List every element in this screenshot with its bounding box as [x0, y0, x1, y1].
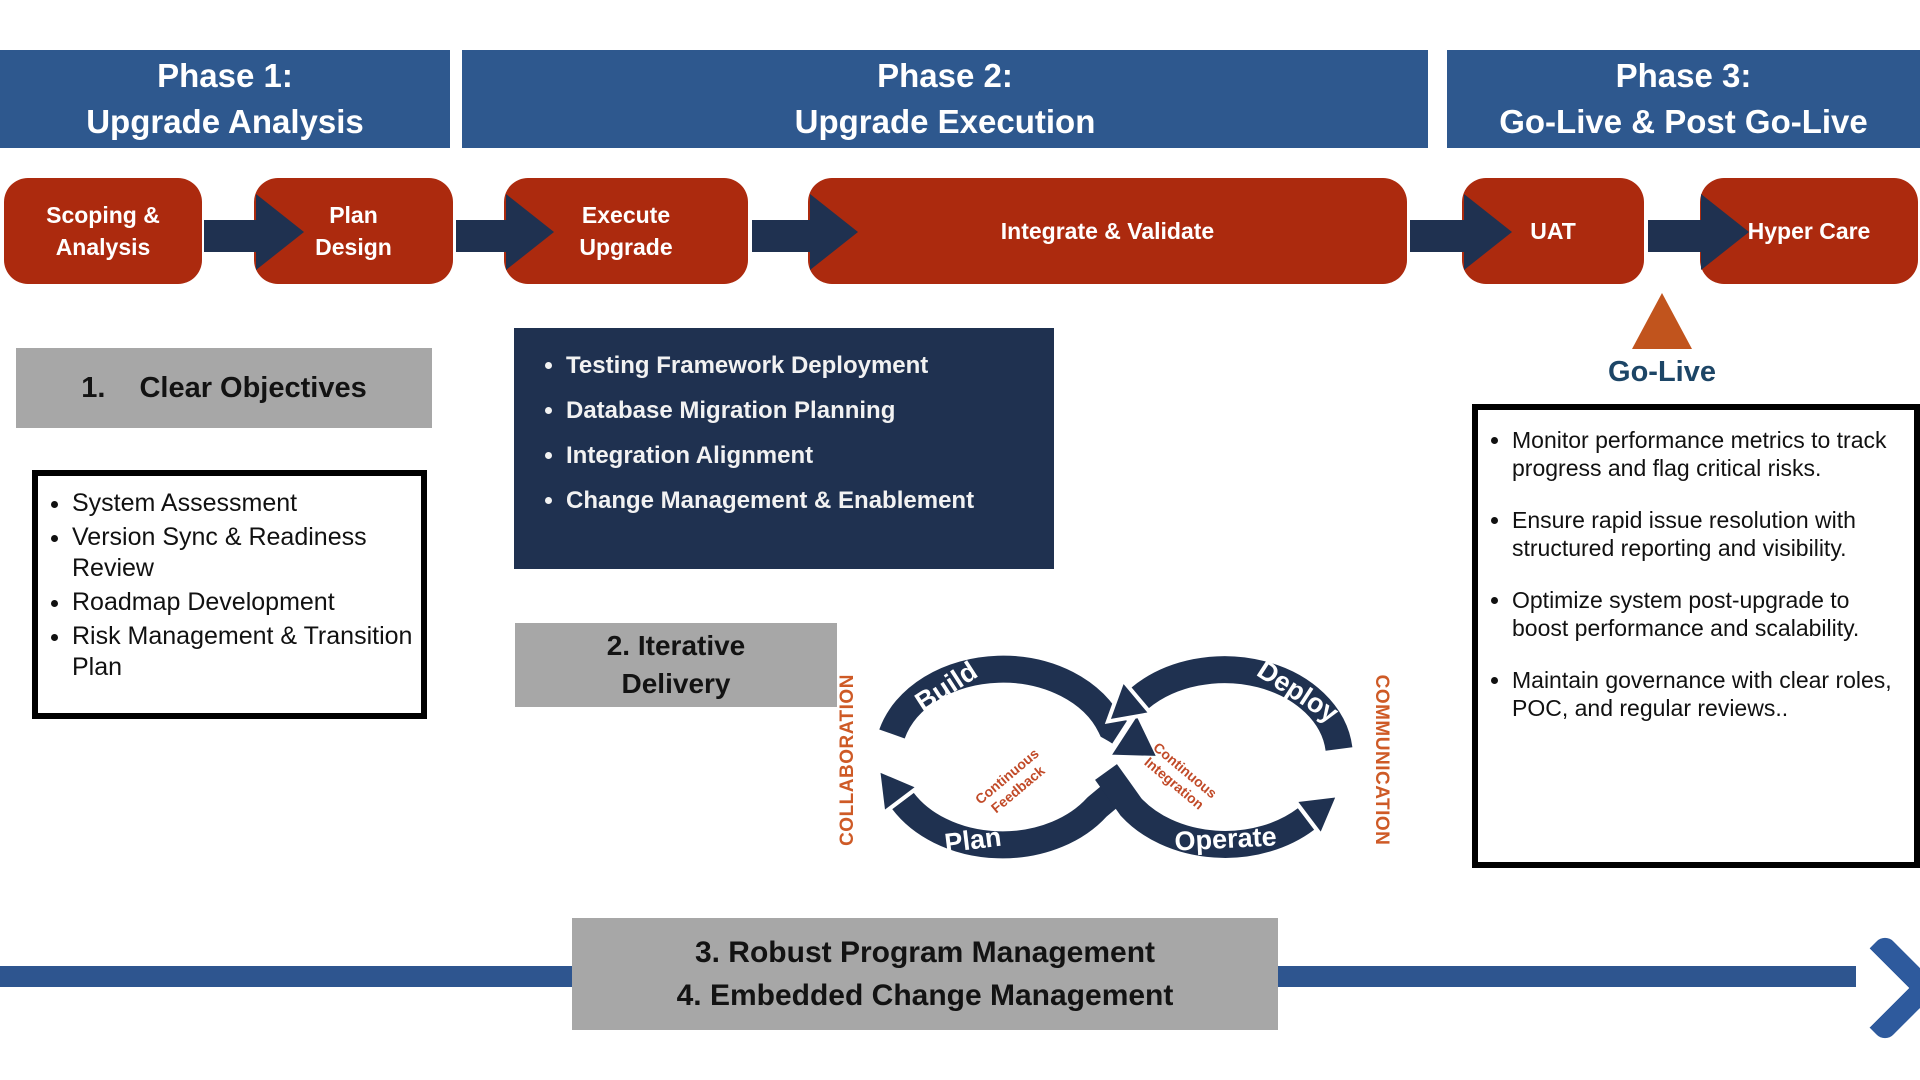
timeline-arrow-head-icon [1829, 932, 1920, 1044]
flow-arrow-head-icon [256, 194, 304, 270]
phase-3-title-line2: Go-Live & Post Go-Live [1499, 103, 1868, 140]
list-item: Monitor performance metrics to track pro… [1512, 426, 1908, 482]
build-label: Build [910, 655, 983, 717]
flow-arrow-head-icon [1464, 194, 1512, 270]
flow-arrow-bar [1410, 220, 1467, 252]
key-2-iterative-delivery: 2. Iterative Delivery [515, 623, 837, 707]
continuous-integration-label: ContinuousIntegration [1139, 739, 1220, 814]
list-item: Maintain governance with clear roles, PO… [1512, 666, 1908, 722]
go-live-triangle-icon [1632, 293, 1692, 349]
flow-arrow-head-icon [506, 194, 554, 270]
phase-1-title-line2: Upgrade Analysis [86, 103, 364, 140]
phase-1-title-line1: Phase 1: [157, 57, 293, 95]
operate-band [1095, 764, 1315, 858]
list-item: Integration Alignment [566, 442, 1044, 470]
step-label: UAT [1530, 217, 1576, 244]
list-item: Change Management & Enablement [566, 487, 1044, 515]
list-item: Roadmap Development [72, 587, 415, 618]
key-4-label: 4. Embedded Change Management [676, 979, 1174, 1012]
step-label: Plan [329, 201, 378, 228]
step-label: Analysis [55, 234, 151, 260]
step-label: Design [315, 234, 392, 260]
list-item: Database Migration Planning [566, 397, 1044, 425]
phase-2-detail-box: Testing Framework Deployment Database Mi… [514, 328, 1054, 569]
deploy-band [1131, 656, 1353, 752]
phase-2-title-line1: Phase 2: [877, 57, 1013, 95]
phase-3-detail-box: Monitor performance metrics to track pro… [1472, 404, 1920, 868]
key-1-clear-objectives: 1. Clear Objectives [16, 348, 432, 428]
phase-3-header: Phase 3: Go-Live & Post Go-Live [1447, 50, 1920, 148]
list-item: Ensure rapid issue resolution with struc… [1512, 506, 1908, 562]
key-3-label: 3. Robust Program Management [694, 935, 1156, 969]
key-1-label: Clear Objectives [139, 371, 367, 404]
list-item: Optimize system post-upgrade to boost pe… [1512, 586, 1908, 642]
go-live-label: Go-Live [1608, 356, 1716, 388]
step-label: Execute [581, 201, 671, 228]
deploy-arrowhead-icon [1104, 676, 1155, 724]
flow-arrow-head-icon [810, 194, 858, 270]
phase-1-header: Phase 1: Upgrade Analysis [0, 50, 450, 148]
key-3-4-box: 3. Robust Program Management 4. Embedded… [572, 918, 1278, 1030]
flow-arrow-bar [1648, 220, 1704, 252]
step-label: Upgrade [579, 234, 673, 260]
list-item: System Assessment [72, 488, 415, 519]
phase-2-title-line2: Upgrade Execution [794, 103, 1096, 140]
flow-arrow-bar [204, 220, 262, 252]
center-arrowhead-icon [1101, 704, 1166, 763]
step-label: Integrate & Validate [1000, 217, 1215, 244]
list-item: Version Sync & Readiness Review [72, 522, 415, 584]
plan-band [892, 775, 1131, 859]
devops-infinity-loop: Build Plan Deploy Operate ContinuousFeed… [838, 654, 1390, 859]
step-label: Hyper Care [1747, 217, 1871, 244]
key-1-number: 1. [81, 371, 106, 404]
operate-arrowhead-icon [1291, 792, 1342, 840]
step-scoping-analysis: Scoping & Analysis [4, 178, 202, 284]
phase-2-header: Phase 2: Upgrade Execution [462, 50, 1428, 148]
step-integrate-validate: Integrate & Validate [808, 178, 1407, 284]
build-band [879, 655, 1139, 751]
list-item: Testing Framework Deployment [566, 352, 1044, 380]
continuous-feedback-label: ContinuousFeedback [972, 745, 1053, 820]
phase-1-detail-box: System Assessment Version Sync & Readine… [32, 470, 427, 719]
deploy-label: Deploy [1252, 654, 1344, 728]
plan-arrowhead-icon [875, 766, 923, 817]
list-item: Risk Management & Transition Plan [72, 621, 415, 683]
collaboration-label: COLLABORATION [838, 674, 858, 846]
flow-arrow-bar [752, 220, 812, 252]
phase-3-title-line1: Phase 3: [1615, 57, 1752, 95]
operate-label: Operate [1174, 821, 1277, 856]
step-label: Scoping & [46, 201, 160, 228]
flow-arrow-head-icon [1701, 194, 1749, 270]
communication-label: COMMUNICATION [1371, 675, 1390, 846]
key-2-label: 2. Iterative Delivery [606, 630, 746, 699]
flow-arrow-bar [456, 220, 510, 252]
plan-label: Plan [943, 822, 1003, 859]
